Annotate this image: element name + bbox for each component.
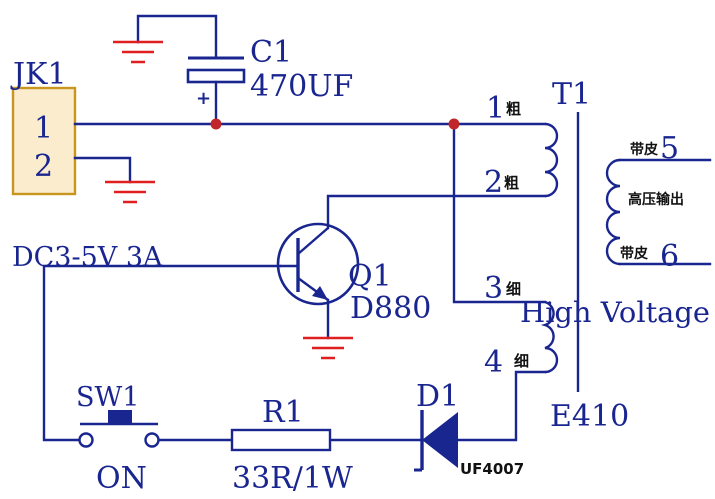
pin5-number: 5 xyxy=(660,131,679,166)
ground-symbol-jk1 xyxy=(105,180,155,204)
transformer-ref: T1 xyxy=(552,77,591,112)
emitter-arrow-icon xyxy=(312,286,328,300)
switch-state: ON xyxy=(96,461,147,496)
pin6-number: 6 xyxy=(660,239,679,274)
resistor-value: 33R/1W xyxy=(232,461,353,496)
pin5-tag: 带皮 xyxy=(630,141,658,158)
connector-pin1-label: 1 xyxy=(34,111,53,146)
wire-q1-collector xyxy=(326,194,547,230)
wire-pin3 xyxy=(452,122,547,304)
wire-q1-base xyxy=(42,264,282,442)
wire-jk1-ground xyxy=(73,156,132,184)
pin2-number: 2 xyxy=(484,165,503,200)
wires xyxy=(42,14,712,442)
pin4-tag: 细 xyxy=(514,352,529,370)
connector-jk1: JK1 1 2 DC3-5V 3A xyxy=(10,57,163,273)
switch-ref: SW1 xyxy=(76,382,139,413)
diode-ref: D1 xyxy=(416,379,459,414)
transformer-model: E410 xyxy=(550,399,629,434)
transformer-t1: T1 E410 High Voltage 1 粗 2 粗 3 细 4 细 带皮 … xyxy=(484,77,710,434)
diode-model: UF4007 xyxy=(460,460,524,478)
diode-d1: D1 UF4007 xyxy=(414,379,524,478)
connector-ref: JK1 xyxy=(10,57,67,92)
connector-body xyxy=(11,86,77,196)
pin1-number: 1 xyxy=(486,91,505,126)
output-label: 高压输出 xyxy=(628,191,684,208)
capacitor-c1: + C1 470UF xyxy=(186,35,353,109)
capacitor-ref: C1 xyxy=(250,35,292,70)
junction-dot xyxy=(448,118,460,130)
pin6-tag: 带皮 xyxy=(620,245,648,262)
pin2-tag: 粗 xyxy=(504,174,519,192)
transistor-q1: Q1 D880 xyxy=(276,222,431,326)
transistor-ref: Q1 xyxy=(348,259,392,294)
secondary-coil xyxy=(605,158,621,266)
transistor-model: D880 xyxy=(350,291,431,326)
capacitor-value: 470UF xyxy=(250,69,353,104)
connector-pin2-label: 2 xyxy=(34,149,53,184)
primary-coil-b xyxy=(540,300,559,374)
transformer-title: High Voltage xyxy=(520,296,710,329)
capacitor-polarity: + xyxy=(196,88,211,109)
pin3-number: 3 xyxy=(484,271,503,306)
pin3-tag: 细 xyxy=(506,280,521,298)
resistor-r1: R1 33R/1W xyxy=(230,395,353,496)
primary-coil-a xyxy=(544,122,559,198)
connector-rating: DC3-5V 3A xyxy=(12,242,163,273)
pin1-tag: 粗 xyxy=(506,100,521,118)
pin4-number: 4 xyxy=(484,345,503,380)
resistor-ref: R1 xyxy=(262,395,304,430)
junction-dot xyxy=(210,118,222,130)
wire-c1-ground xyxy=(136,14,218,60)
ground-symbol-c1 xyxy=(113,40,163,64)
switch-sw1: SW1 ON xyxy=(76,382,160,496)
wire-d1-pin4 xyxy=(456,370,547,442)
ground-symbol-q1 xyxy=(303,336,353,360)
